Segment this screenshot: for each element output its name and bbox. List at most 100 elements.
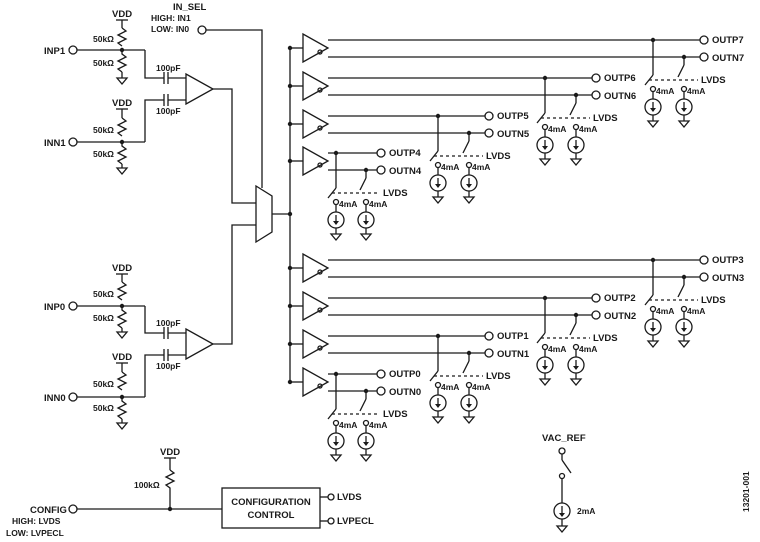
current-4ma-label: 4mA — [656, 86, 674, 96]
ground-symbol — [115, 331, 129, 340]
resistor-in1-p-bottom — [116, 50, 128, 73]
ground-symbol — [329, 233, 343, 242]
outn7-label: OUTN7 — [712, 53, 744, 64]
current-4ma-label: 4mA — [687, 306, 705, 316]
current-4ma-label: 4mA — [369, 199, 387, 209]
current-4ma-label: 4mA — [339, 199, 357, 209]
outp7-label: OUTP7 — [712, 35, 744, 46]
in-sel-label: IN_SEL — [173, 2, 206, 13]
input-0-receiver — [185, 327, 215, 361]
capacitor-label: 100pF — [156, 106, 181, 116]
output-buffer-3 — [302, 252, 330, 284]
vac-ref-switch — [561, 459, 572, 474]
inn0-label: INN0 — [44, 393, 66, 404]
outp3-pin — [699, 255, 709, 265]
lvpecl-control-label: LVPECL — [337, 516, 374, 527]
resistor-in0-p-bottom — [116, 306, 128, 329]
input-select: IN_SEL HIGH: IN1 LOW: IN0 — [151, 2, 293, 244]
ground-symbol — [462, 416, 476, 425]
ground-symbol — [431, 416, 445, 425]
current-4ma-label: 4mA — [579, 344, 597, 354]
inn0-pin — [68, 392, 78, 402]
vdd-label-in0-p: VDD — [112, 263, 132, 274]
vac-ref-label: VAC_REF — [542, 433, 586, 444]
ground-symbol — [555, 525, 569, 534]
resistor-config — [164, 469, 176, 509]
lvds-label: LVDS — [701, 295, 726, 306]
lvds-switch — [677, 64, 685, 78]
lvds-switch — [677, 284, 685, 298]
ground-symbol — [462, 196, 476, 205]
output-buffer-5 — [302, 108, 330, 140]
resistor-label: 50kΩ — [93, 403, 114, 413]
resistor-in0-p-top — [116, 281, 128, 301]
ground-symbol — [329, 454, 343, 463]
outn4-label: OUTN4 — [389, 166, 422, 177]
outn0-label: OUTN0 — [389, 387, 421, 398]
capacitor-label: 100pF — [156, 318, 181, 328]
lvds-switch — [359, 398, 367, 412]
ground-symbol — [115, 422, 129, 431]
input-0-network: VDD 50kΩ INP0 50kΩ 100pF VDD 50kΩ INN0 5… — [44, 224, 256, 431]
outp6-label: OUTP6 — [604, 73, 636, 84]
ground-symbol — [646, 120, 660, 129]
outn3-pin — [699, 272, 709, 282]
inp0-pin — [68, 301, 78, 311]
configuration-control-block — [221, 487, 321, 529]
resistor-label: 50kΩ — [93, 34, 114, 44]
ground-symbol — [115, 167, 129, 176]
lvds-label: LVDS — [593, 113, 618, 124]
current-4ma-label: 4mA — [369, 420, 387, 430]
outn5-label: OUTN5 — [497, 129, 530, 140]
resistor-label: 50kΩ — [93, 149, 114, 159]
current-4ma-label: 4mA — [441, 162, 459, 172]
ground-symbol — [677, 340, 691, 349]
lvds-label: LVDS — [486, 371, 511, 382]
current-4ma-label: 4mA — [472, 162, 490, 172]
resistor-label: 50kΩ — [93, 313, 114, 323]
current-4ma-label: 4mA — [548, 124, 566, 134]
config-block-line1: CONFIGURATION — [231, 497, 311, 508]
resistor-label: 50kΩ — [93, 289, 114, 299]
resistor-label: 50kΩ — [93, 58, 114, 68]
inn1-pin — [68, 137, 78, 147]
outp0-pin — [376, 369, 386, 379]
config-high-label: HIGH: LVDS — [12, 516, 61, 526]
resistor-in0-n-top — [116, 371, 128, 391]
outp5-label: OUTP5 — [497, 111, 529, 122]
output-buffer-7 — [302, 32, 330, 64]
outn5-pin — [484, 128, 494, 138]
vac-ref-section: VAC_REF 2mA — [542, 433, 595, 534]
config-low-label: LOW: LVPECL — [6, 528, 64, 538]
current-4ma-label: 4mA — [687, 86, 705, 96]
outp0-label: OUTP0 — [389, 369, 421, 380]
ground-symbol — [359, 233, 373, 242]
outn4-pin — [376, 165, 386, 175]
resistor-label: 50kΩ — [93, 379, 114, 389]
lvds-label: LVDS — [701, 75, 726, 86]
current-4ma-label: 4mA — [656, 306, 674, 316]
lvds-label: LVDS — [383, 409, 408, 420]
outn2-label: OUTN2 — [604, 311, 636, 322]
inn1-label: INN1 — [44, 138, 66, 149]
resistor-in1-n-bottom — [116, 142, 128, 165]
ground-symbol — [431, 196, 445, 205]
ground-symbol — [538, 378, 552, 387]
in-sel-low-label: LOW: IN0 — [151, 24, 189, 34]
capacitor-label: 100pF — [156, 361, 181, 371]
in-sel-pin — [197, 25, 207, 35]
outn1-pin — [484, 348, 494, 358]
current-4ma-label: 4mA — [441, 382, 459, 392]
current-4ma-label: 4mA — [548, 344, 566, 354]
current-4ma-label: 4mA — [472, 382, 490, 392]
config-section: VDD 100kΩ CONFIG HIGH: LVDS LOW: LVPECL … — [6, 447, 374, 538]
outn1-label: OUTN1 — [497, 349, 530, 360]
resistor-in0-n-bottom — [116, 397, 128, 420]
current-4ma-label: 4mA — [579, 124, 597, 134]
